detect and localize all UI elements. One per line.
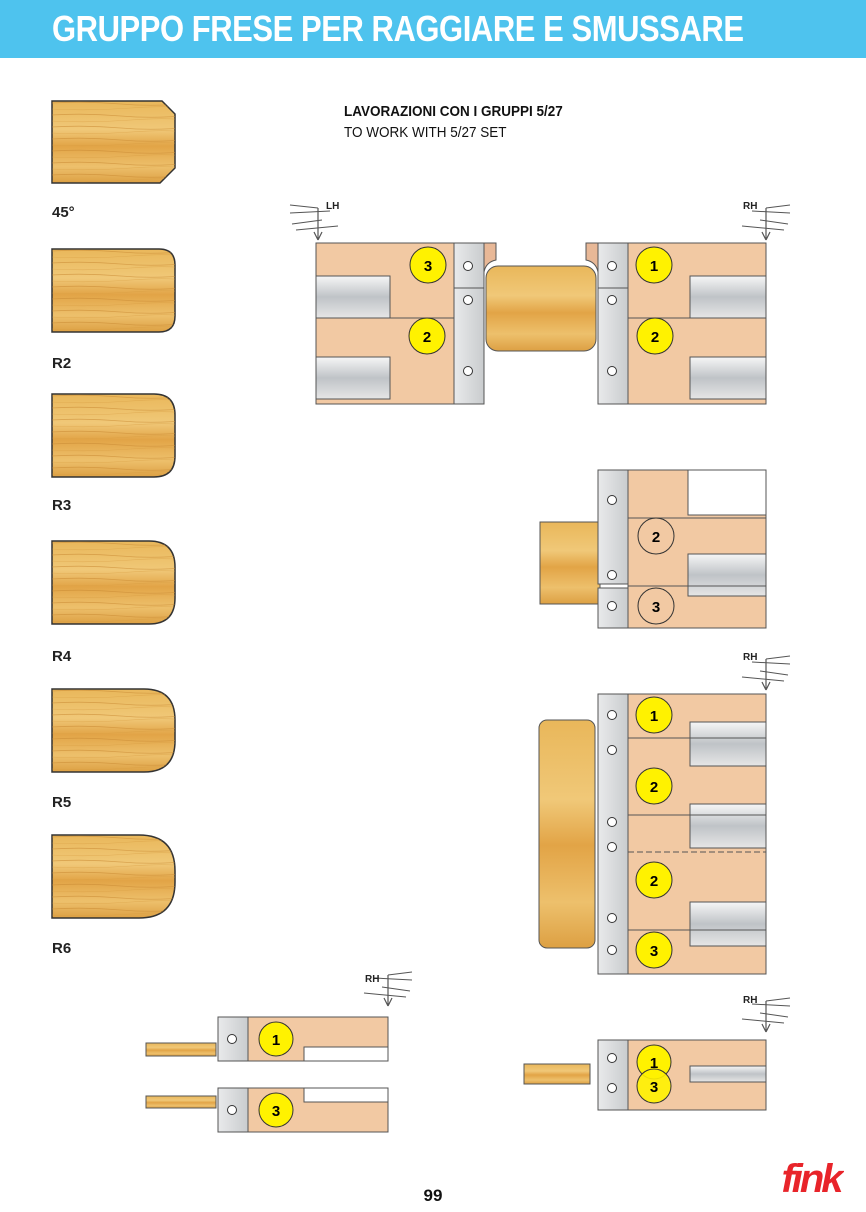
svg-text:fink: fink	[781, 1157, 844, 1200]
rh-label-bottom-right: RH	[743, 995, 757, 1006]
profile-label-45: 45°	[52, 204, 75, 221]
cutter-badge: 3	[636, 1068, 672, 1104]
svg-text:2: 2	[651, 329, 659, 346]
diagram-thin-panel: RH 1 3	[145, 971, 413, 1133]
profile-45-sample	[51, 100, 176, 184]
cutter-badge: 3	[409, 246, 447, 284]
svg-text:2: 2	[652, 529, 660, 546]
cutter-badge: 1	[635, 696, 673, 734]
svg-text:1: 1	[650, 708, 658, 725]
cutter-badge: 2	[637, 517, 675, 555]
page-number: 99	[423, 1186, 443, 1205]
cutter-badge: 2	[636, 317, 674, 355]
profile-label-r4: R4	[52, 648, 72, 665]
svg-text:2: 2	[650, 873, 658, 890]
cutter-badge: 3	[637, 587, 675, 625]
profile-r2-sample	[51, 248, 176, 333]
subtitle-english: TO WORK WITH 5/27 SET	[344, 124, 507, 141]
cutter-badge: 2	[635, 767, 673, 805]
rh-label-top: RH	[743, 201, 757, 212]
svg-text:3: 3	[650, 1079, 658, 1096]
rh-label-middle: RH	[743, 652, 757, 663]
svg-text:1: 1	[650, 1055, 658, 1072]
svg-text:3: 3	[650, 943, 658, 960]
profile-label-r3: R3	[52, 497, 72, 514]
rh-label-bottom-left: RH	[365, 974, 379, 985]
diagram-stacked-set: RH 1 2 2 3	[538, 652, 791, 975]
cutter-badge: 3	[258, 1092, 294, 1128]
profile-label-r6: R6	[52, 940, 72, 957]
profile-r6-sample	[51, 834, 176, 919]
profile-r3-sample	[51, 393, 176, 478]
cutter-badge: 1	[635, 246, 673, 284]
profile-label-r2: R2	[52, 355, 72, 372]
cutter-badge: 3	[635, 931, 673, 969]
rh-rotation-arrow-bottom-right: RH	[741, 995, 791, 1033]
svg-text:3: 3	[652, 599, 660, 616]
rh-rotation-arrow-top: RH	[741, 201, 791, 241]
svg-text:3: 3	[272, 1103, 280, 1120]
svg-text:2: 2	[423, 329, 431, 346]
profile-r4-sample	[51, 540, 176, 625]
svg-text:1: 1	[272, 1032, 280, 1049]
cutter-badge: 2	[635, 861, 673, 899]
lh-rotation-arrow: LH	[289, 201, 339, 241]
page-title: GRUPPO FRESE PER RAGGIARE E SMUSSARE	[52, 8, 744, 49]
diagram-double-side: LH RH 3 2	[289, 201, 791, 405]
lh-label: LH	[326, 201, 339, 212]
page-header: GRUPPO FRESE PER RAGGIARE E SMUSSARE	[0, 0, 866, 58]
diagram-single-side: 2 3	[539, 469, 767, 629]
profile-label-r5: R5	[52, 794, 72, 811]
profile-r5-sample	[51, 688, 176, 773]
subtitle-italian: LAVORAZIONI CON I GRUPPI 5/27	[344, 103, 563, 120]
svg-text:1: 1	[650, 258, 658, 275]
rh-rotation-arrow-bottom-left: RH	[363, 971, 413, 1007]
rh-rotation-arrow-middle: RH	[741, 652, 791, 691]
cutter-badge: 2	[408, 317, 446, 355]
svg-text:2: 2	[650, 779, 658, 796]
diagram-overlapped: RH 1 3	[523, 995, 791, 1111]
cutter-badge: 1	[258, 1021, 294, 1057]
fink-logo: fink	[781, 1157, 844, 1200]
subtitle: LAVORAZIONI CON I GRUPPI 5/27 TO WORK WI…	[344, 101, 563, 143]
svg-text:3: 3	[424, 258, 432, 275]
